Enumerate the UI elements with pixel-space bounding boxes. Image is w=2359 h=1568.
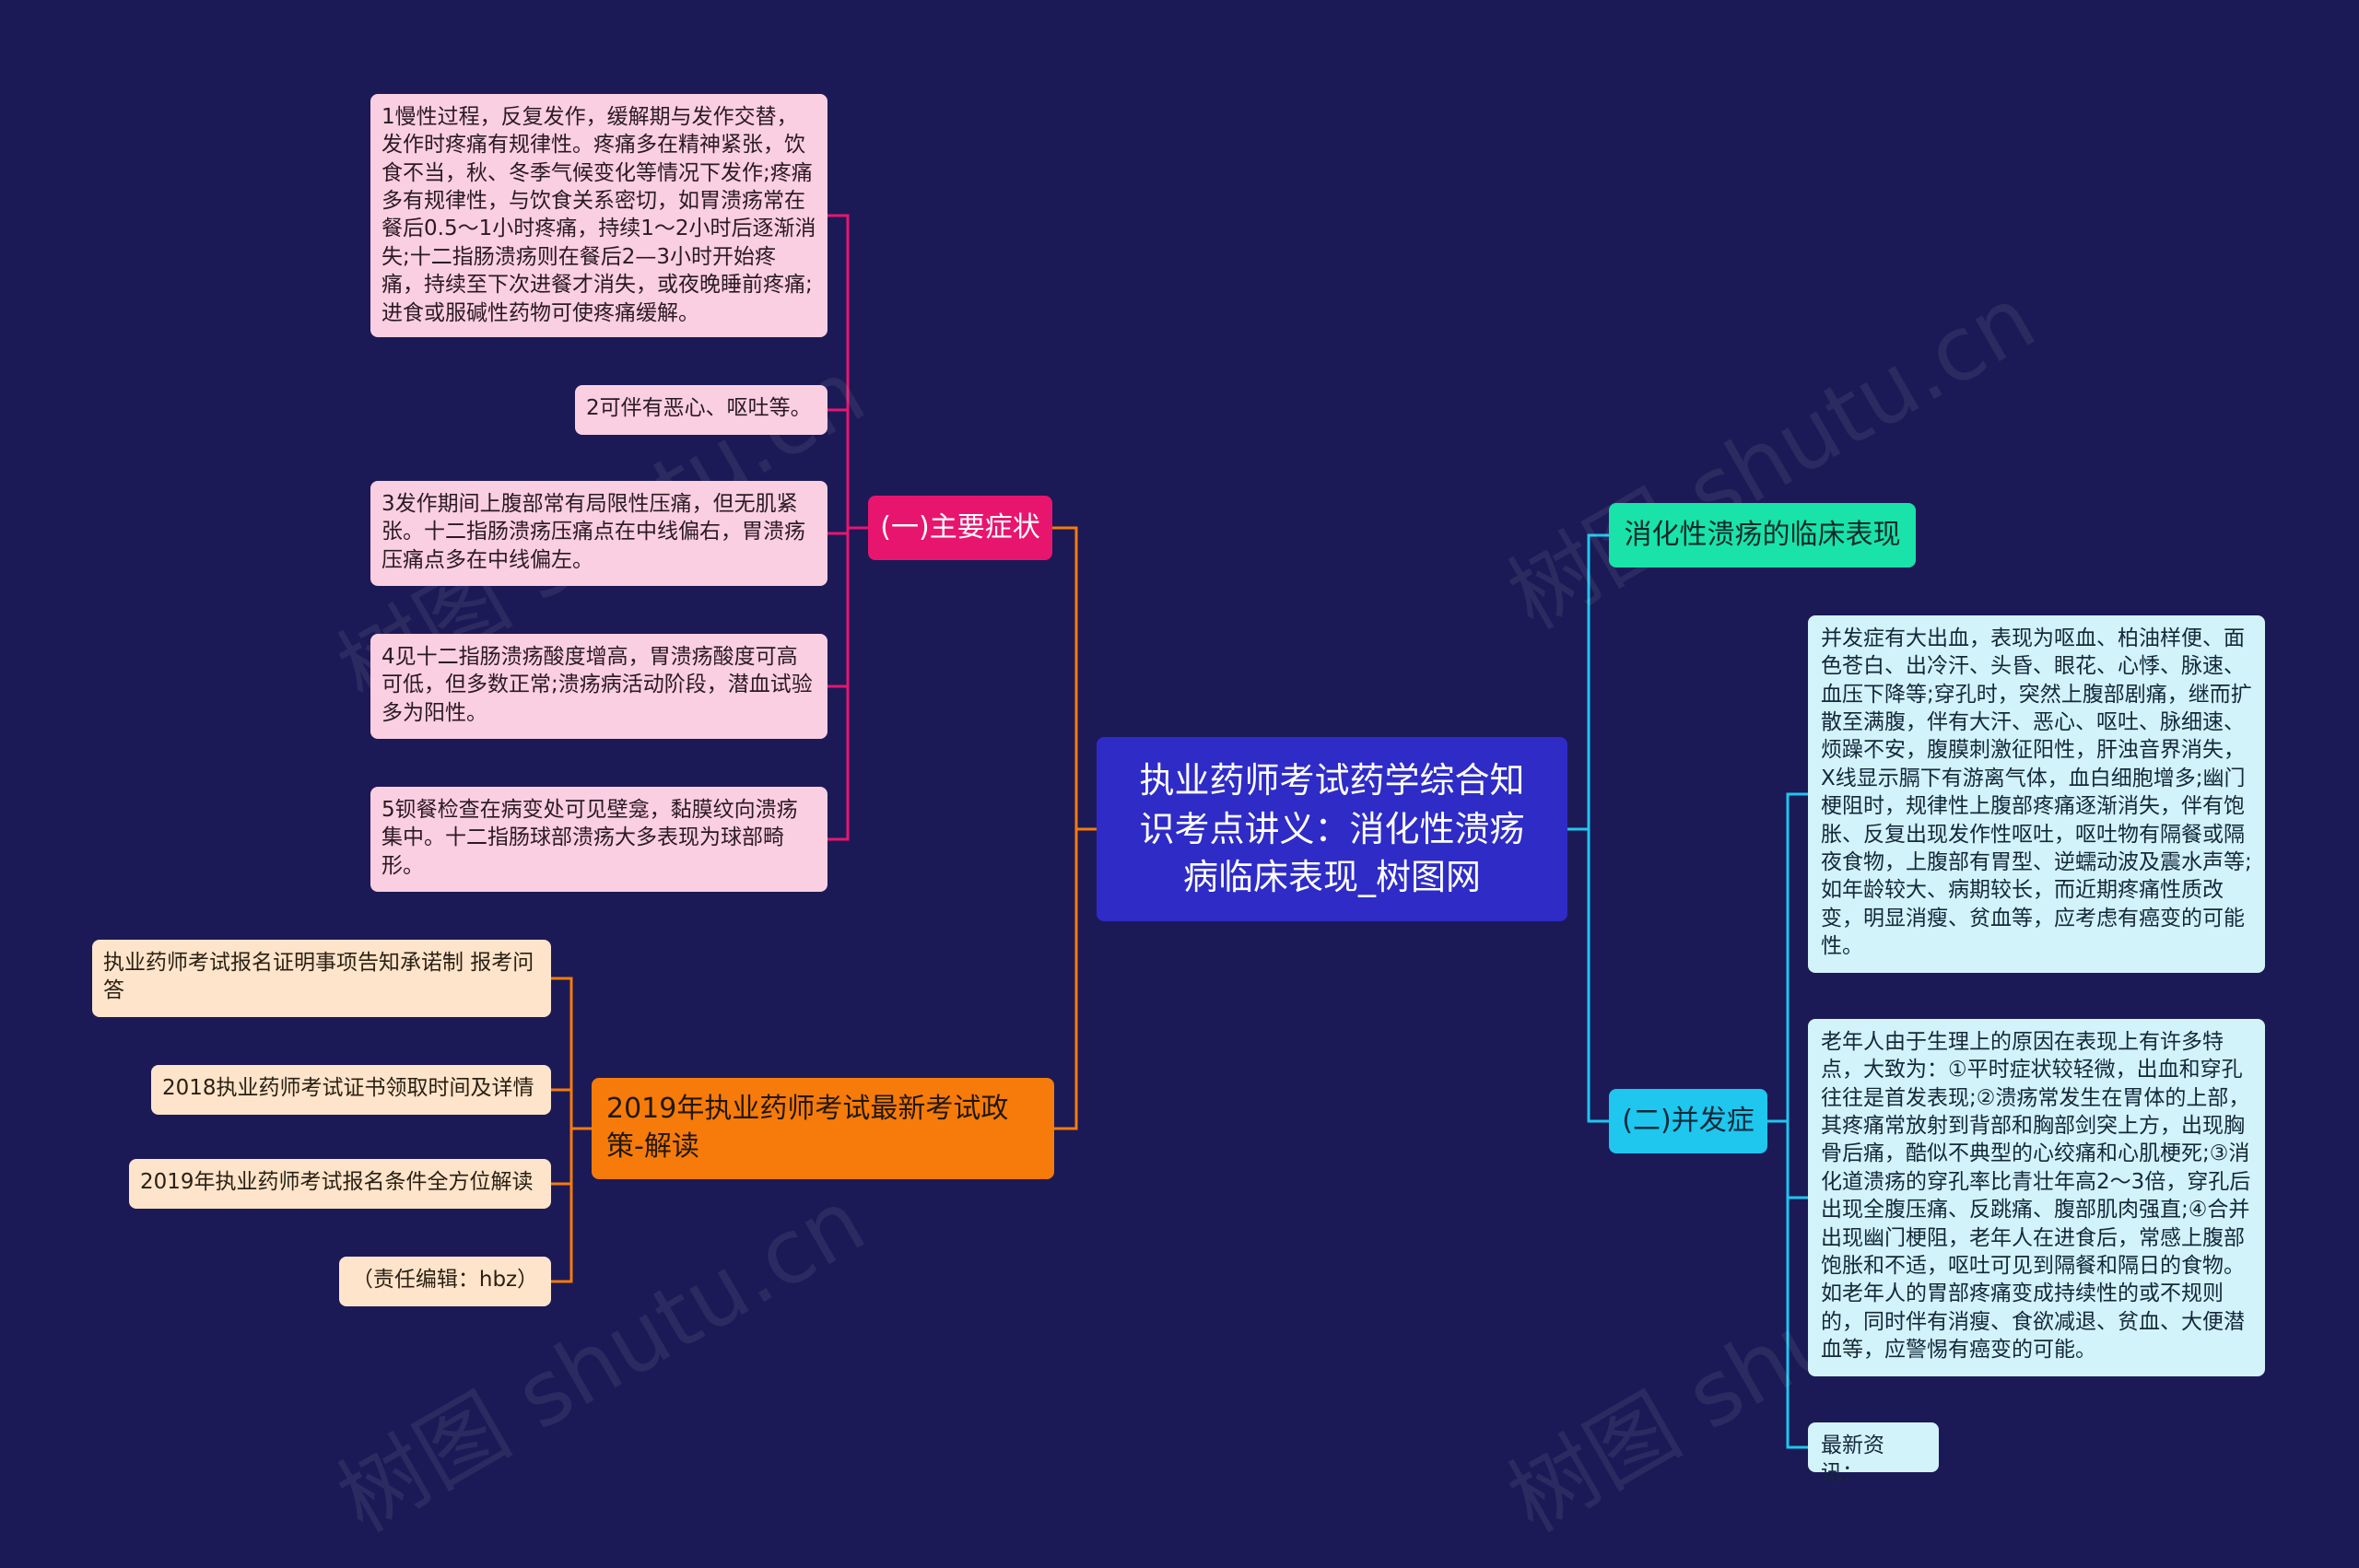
policy-link-1[interactable]: 执业药师考试报名证明事项告知承诺制 报考问答 xyxy=(92,940,551,1017)
branch-main-symptoms[interactable]: (一)主要症状 xyxy=(868,496,1052,560)
symptom-item-1[interactable]: 1慢性过程，反复发作，缓解期与发作交替，发作时疼痛有规律性。疼痛多在精神紧张，饮… xyxy=(370,94,827,337)
edge-root-policy xyxy=(1054,829,1078,1130)
symptom-item-3[interactable]: 3发作期间上腹部常有局限性压痛，但无肌紧张。十二指肠溃疡压痛点在中线偏右，胃溃疡… xyxy=(370,481,827,586)
policy-link-3[interactable]: 2019年执业药师考试报名条件全方位解读 xyxy=(129,1159,551,1209)
edge-root-left xyxy=(1052,526,1097,831)
editor-credit: （责任编辑：hbz） xyxy=(339,1257,551,1306)
complication-item-2[interactable]: 老年人由于生理上的原因在表现上有许多特点，大致为：①平时症状较轻微，出血和穿孔往… xyxy=(1808,1019,2265,1376)
complication-item-1[interactable]: 并发症有大出血，表现为呕血、柏油样便、面色苍白、出冷汗、头昏、眼花、心悸、脉速、… xyxy=(1808,615,2265,973)
edge-root-right xyxy=(1567,533,1609,831)
edge-symptoms-trunk xyxy=(827,214,868,841)
edge-policy-trunk xyxy=(551,977,592,1283)
edge-root-complications xyxy=(1587,829,1609,1123)
symptom-item-2[interactable]: 2可伴有恶心、呕吐等。 xyxy=(575,385,827,435)
branch-complications[interactable]: (二)并发症 xyxy=(1609,1089,1767,1153)
root-topic[interactable]: 执业药师考试药学综合知识考点讲义：消化性溃疡病临床表现_树图网 xyxy=(1097,737,1567,921)
symptom-item-4[interactable]: 4见十二指肠溃疡酸度增高，胃溃疡酸度可高可低，但多数正常;溃疡病活动阶段，潜血试… xyxy=(370,634,827,739)
branch-policy[interactable]: 2019年执业药师考试最新考试政策-解读 xyxy=(592,1078,1054,1179)
edge-complications-trunk xyxy=(1767,792,1808,1449)
branch-clinical[interactable]: 消化性溃疡的临床表现 xyxy=(1609,503,1916,568)
symptom-item-5[interactable]: 5钡餐检查在病变处可见壁龛，黏膜纹向溃疡集中。十二指肠球部溃疡大多表现为球部畸形… xyxy=(370,787,827,892)
latest-news-label[interactable]: 最新资讯： xyxy=(1808,1422,1939,1485)
policy-link-2[interactable]: 2018执业药师考试证书领取时间及详情 xyxy=(151,1065,551,1115)
